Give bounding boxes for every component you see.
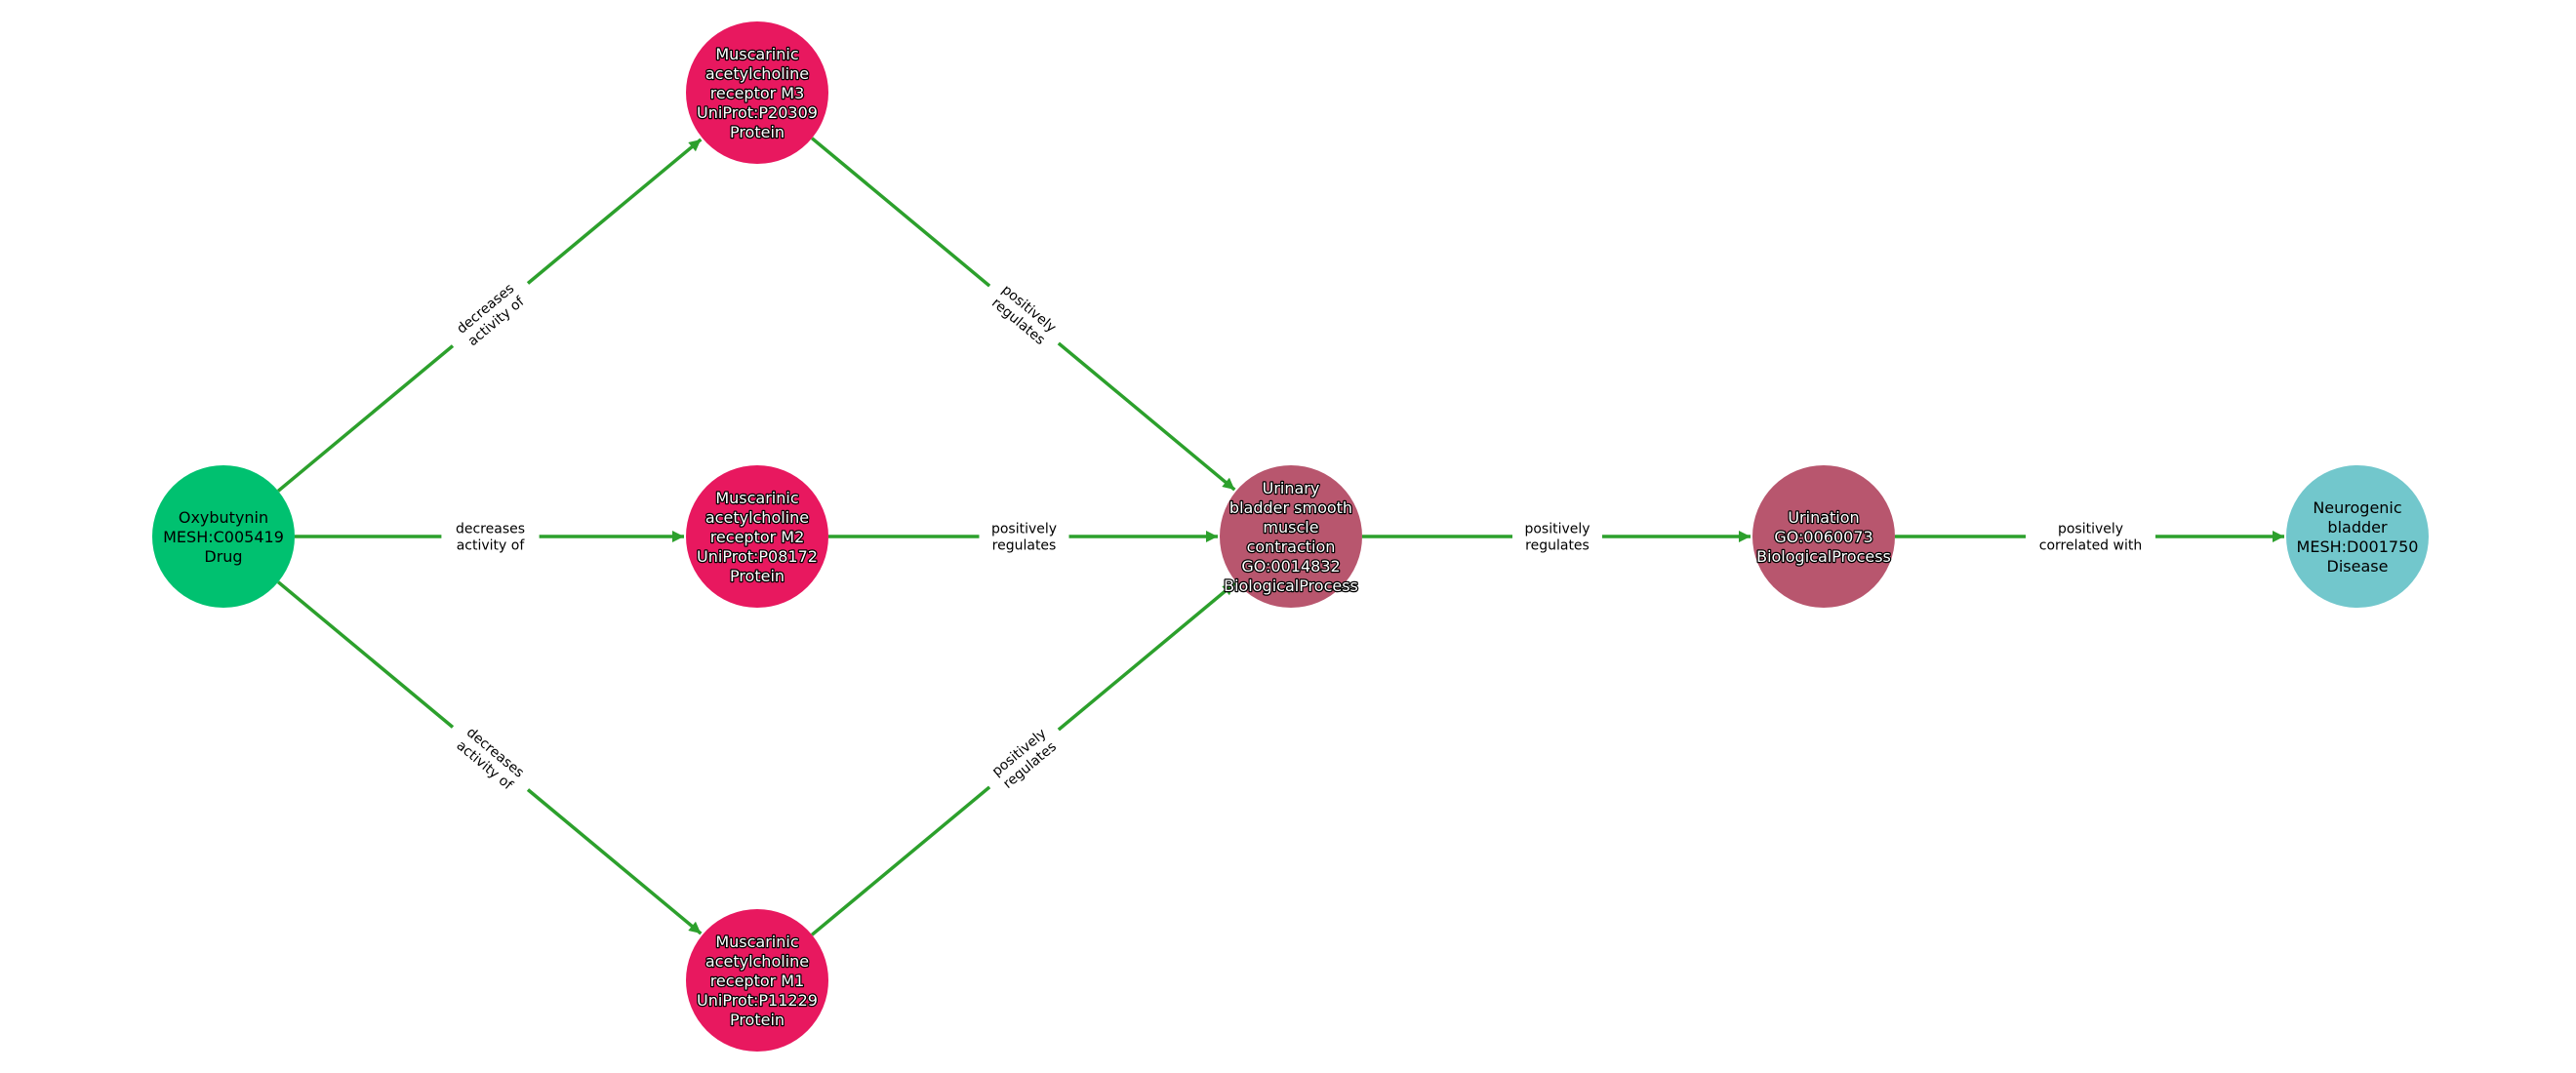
node-circle: [2286, 465, 2429, 608]
node-label-line: GO:0014832: [1241, 557, 1340, 576]
node-label-line: Protein: [730, 123, 785, 141]
node-label-line: MESH:D001750: [2297, 537, 2419, 556]
node-label-line: acetylcholine: [705, 64, 809, 83]
node-label-line: Urination: [1788, 508, 1859, 527]
edge-label-background: [977, 271, 1071, 358]
node-label-line: bladder: [2327, 518, 2388, 536]
node-label-line: BiologicalProcess: [1224, 576, 1358, 595]
edge-label-line: positively: [1524, 522, 1590, 537]
node-label-line: contraction: [1247, 537, 1336, 556]
edge-label-background: [979, 518, 1069, 555]
edge-label-line: correlated with: [2039, 538, 2142, 554]
nodes-layer: OxybutyninMESH:C005419DrugMuscarinicacet…: [152, 21, 2429, 1052]
node-label-line: receptor M1: [710, 972, 805, 990]
node-label-line: Muscarinic: [715, 489, 798, 507]
node-label-line: Muscarinic: [715, 933, 798, 951]
node-circle: [686, 465, 828, 608]
node-label-line: BiologicalProcess: [1756, 547, 1891, 566]
node-label-line: Protein: [730, 1011, 785, 1029]
edge-label-line: positively: [991, 522, 1057, 537]
edge-label-background: [977, 715, 1071, 802]
node-label-line: Disease: [2327, 557, 2389, 576]
node-label-line: bladder smooth: [1229, 498, 1352, 517]
edge-label-line: activity of: [457, 538, 526, 554]
node-label-line: GO:0060073: [1774, 528, 1872, 546]
edge-label-line: regulates: [1525, 538, 1590, 554]
edge-label-background: [441, 518, 540, 555]
node-label-line: acetylcholine: [705, 508, 809, 527]
node-label-line: Protein: [730, 567, 785, 585]
node-label-line: Muscarinic: [715, 45, 798, 63]
edge-label-line: positively: [2058, 522, 2123, 537]
node-circle: [152, 465, 295, 608]
node-label-line: receptor M3: [710, 84, 805, 102]
edge-label-background: [1512, 518, 1602, 555]
node-label-line: Drug: [204, 547, 242, 566]
node-circle: [686, 909, 828, 1052]
node-label-line: Neurogenic: [2313, 498, 2401, 517]
node-label-line: muscle: [1263, 518, 1318, 536]
edge-label-background: [2026, 518, 2155, 555]
edge-label-background: [440, 712, 541, 805]
edge-label-line: regulates: [992, 538, 1057, 554]
edge-label-line: decreases: [456, 522, 525, 537]
node-circle: [1220, 465, 1362, 608]
node-label-line: acetylcholine: [705, 952, 809, 971]
node-label-line: receptor M2: [710, 528, 805, 546]
node-label-line: UniProt:P11229: [697, 991, 818, 1010]
node-label-line: Oxybutynin: [179, 508, 268, 527]
node-label-line: Urinary: [1263, 479, 1320, 497]
node-label-line: MESH:C005419: [163, 528, 284, 546]
node-label-line: UniProt:P20309: [697, 103, 818, 122]
node-label-line: UniProt:P08172: [697, 547, 818, 566]
node-circle: [1752, 465, 1895, 608]
edge-label-background: [440, 268, 541, 361]
node-circle: [686, 21, 828, 164]
